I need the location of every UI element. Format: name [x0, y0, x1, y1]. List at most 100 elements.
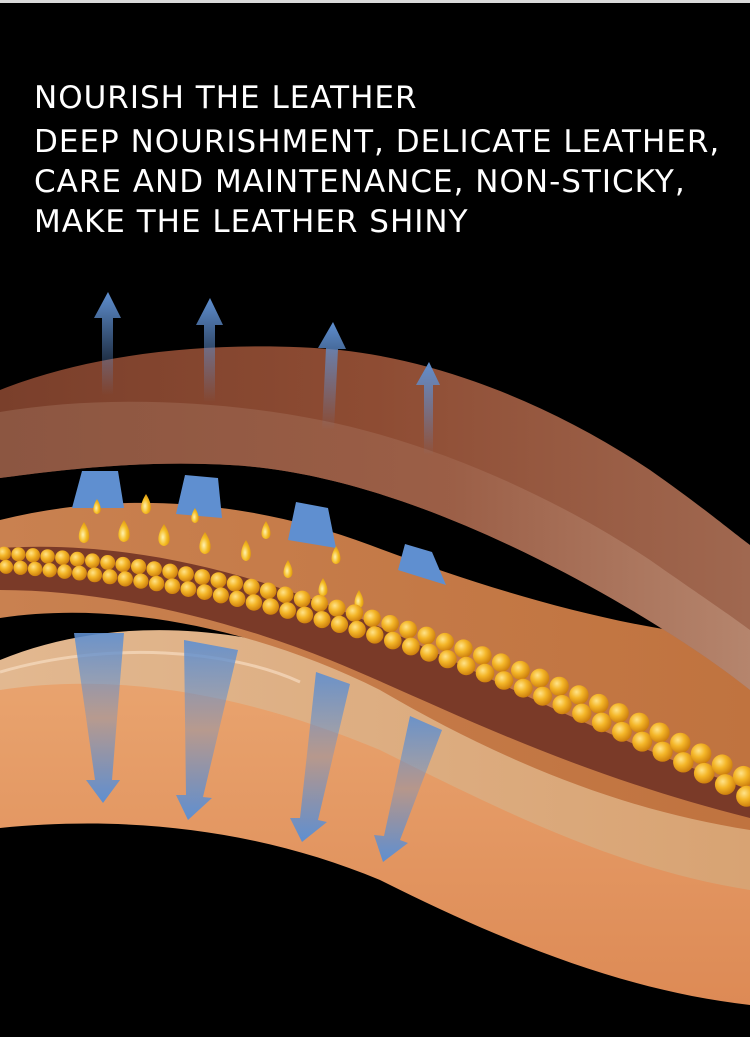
oil-droplet-icon — [318, 578, 328, 596]
arrow-up-icon — [196, 298, 223, 402]
arrow-down-icon — [374, 716, 442, 862]
oil-bead-icon — [733, 765, 750, 787]
oil-bead-icon — [0, 559, 14, 574]
oil-bead-icon — [513, 678, 533, 698]
oil-bead-icon — [670, 732, 691, 754]
oil-bead-icon — [454, 639, 473, 658]
oil-bead-icon — [178, 566, 194, 582]
oil-bead-icon — [572, 703, 592, 723]
oil-bead-icon — [399, 620, 418, 639]
oil-bead-icon — [711, 754, 733, 776]
arrow-up-icon — [318, 322, 346, 430]
oil-droplet-icon — [141, 494, 151, 514]
oil-bead-icon — [42, 563, 57, 578]
arrow-down-icon — [176, 640, 238, 820]
oil-bead-icon — [736, 785, 750, 807]
top-divider — [0, 0, 750, 3]
oil-bead-icon — [652, 741, 673, 762]
oil-bead-icon — [649, 722, 670, 743]
oil-bead-icon — [102, 569, 118, 585]
oil-bead-icon — [473, 646, 492, 665]
oil-bead-icon — [417, 626, 436, 645]
oil-bead-icon — [402, 637, 420, 656]
oil-bead-icon — [276, 586, 294, 604]
oil-bead-icon — [69, 551, 85, 567]
oil-bead-icon — [210, 572, 227, 589]
oil-bead-icon — [552, 695, 572, 715]
oil-bead-icon — [475, 663, 495, 683]
oil-bead-icon — [366, 626, 384, 644]
oil-bead-icon — [714, 774, 736, 795]
oil-bead-icon — [530, 668, 550, 688]
oil-bead-icon — [117, 571, 133, 587]
pore-channel — [72, 471, 124, 508]
headline-title: NOURISH THE LEATHER — [34, 80, 418, 116]
oil-bead-icon — [629, 712, 650, 733]
oil-bead-icon — [693, 762, 715, 784]
light-leather-layer — [0, 630, 750, 890]
oil-bead-icon — [162, 563, 178, 580]
oil-bead-icon — [13, 560, 28, 575]
arrow-down-icon — [74, 633, 124, 803]
oil-droplet-icon — [191, 508, 199, 523]
oil-bead-icon — [457, 656, 476, 676]
oil-bead-icon — [85, 553, 100, 569]
oil-bead-icon — [243, 578, 260, 596]
oil-bead-icon — [313, 611, 331, 629]
pore-channel — [176, 475, 222, 518]
leather-layers-illustration — [0, 292, 750, 1005]
oil-bead-icon — [212, 587, 229, 604]
headline-line-2: CARE AND MAINTENANCE, NON-STICKY, — [34, 164, 686, 200]
oil-droplet-icon — [261, 521, 271, 539]
oil-bead-icon — [381, 615, 399, 633]
arrow-up-icon — [416, 362, 440, 455]
oil-bead-icon — [55, 550, 70, 565]
light-layer-highlight — [0, 650, 301, 684]
oil-bead-icon — [148, 575, 165, 592]
pore-channel — [288, 502, 336, 548]
oil-droplet-icon — [354, 590, 364, 608]
oil-bead-icon — [229, 590, 246, 608]
oil-bead-icon — [245, 594, 263, 611]
oil-bead-band — [0, 546, 750, 818]
oil-bead-icon — [384, 631, 402, 650]
oil-droplet-icon — [241, 540, 251, 561]
oil-droplet-icon — [93, 499, 101, 514]
oil-bead-icon — [363, 609, 381, 627]
oil-bead-icon — [40, 549, 55, 564]
oil-bead-icon — [328, 599, 346, 617]
oil-bead-icon — [100, 555, 116, 570]
oil-bead-icon — [57, 564, 72, 579]
oil-bead-icon — [348, 620, 366, 639]
oil-bead-icon — [226, 575, 243, 592]
oil-bead-icon — [549, 676, 569, 696]
oil-bead-icon — [311, 594, 328, 612]
headline-block: NOURISH THE LEATHER DEEP NOURISHMENT, DE… — [34, 78, 734, 242]
oil-bead-icon — [632, 731, 653, 752]
oil-droplet-icon — [78, 522, 90, 543]
oil-beads-group — [0, 546, 750, 807]
pore-channel — [398, 544, 446, 585]
oil-bead-icon — [180, 581, 197, 597]
oil-bead-icon — [115, 556, 131, 573]
oil-droplet-icon — [199, 532, 211, 554]
oil-bead-icon — [494, 671, 514, 690]
oil-bead-icon — [164, 578, 181, 594]
oil-bead-icon — [146, 561, 162, 577]
oil-bead-icon — [589, 693, 609, 714]
oil-bead-icon — [533, 686, 553, 706]
oil-bead-icon — [11, 547, 26, 562]
headline-line-1: DEEP NOURISHMENT, DELICATE LEATHER, — [34, 124, 721, 160]
oil-droplet-icon — [283, 560, 293, 578]
oil-bead-icon — [435, 632, 454, 652]
oil-droplet-icon — [331, 546, 341, 564]
oil-bead-icon — [259, 582, 277, 600]
oil-bead-icon — [293, 590, 311, 608]
arrow-up-icon — [94, 292, 121, 395]
oil-bead-icon — [511, 660, 530, 680]
oil-bead-icon — [25, 548, 41, 563]
oil-bead-icon — [131, 559, 147, 575]
oil-bead-icon — [330, 615, 349, 634]
oil-bead-icon — [262, 598, 280, 615]
oil-bead-icon — [345, 604, 364, 622]
